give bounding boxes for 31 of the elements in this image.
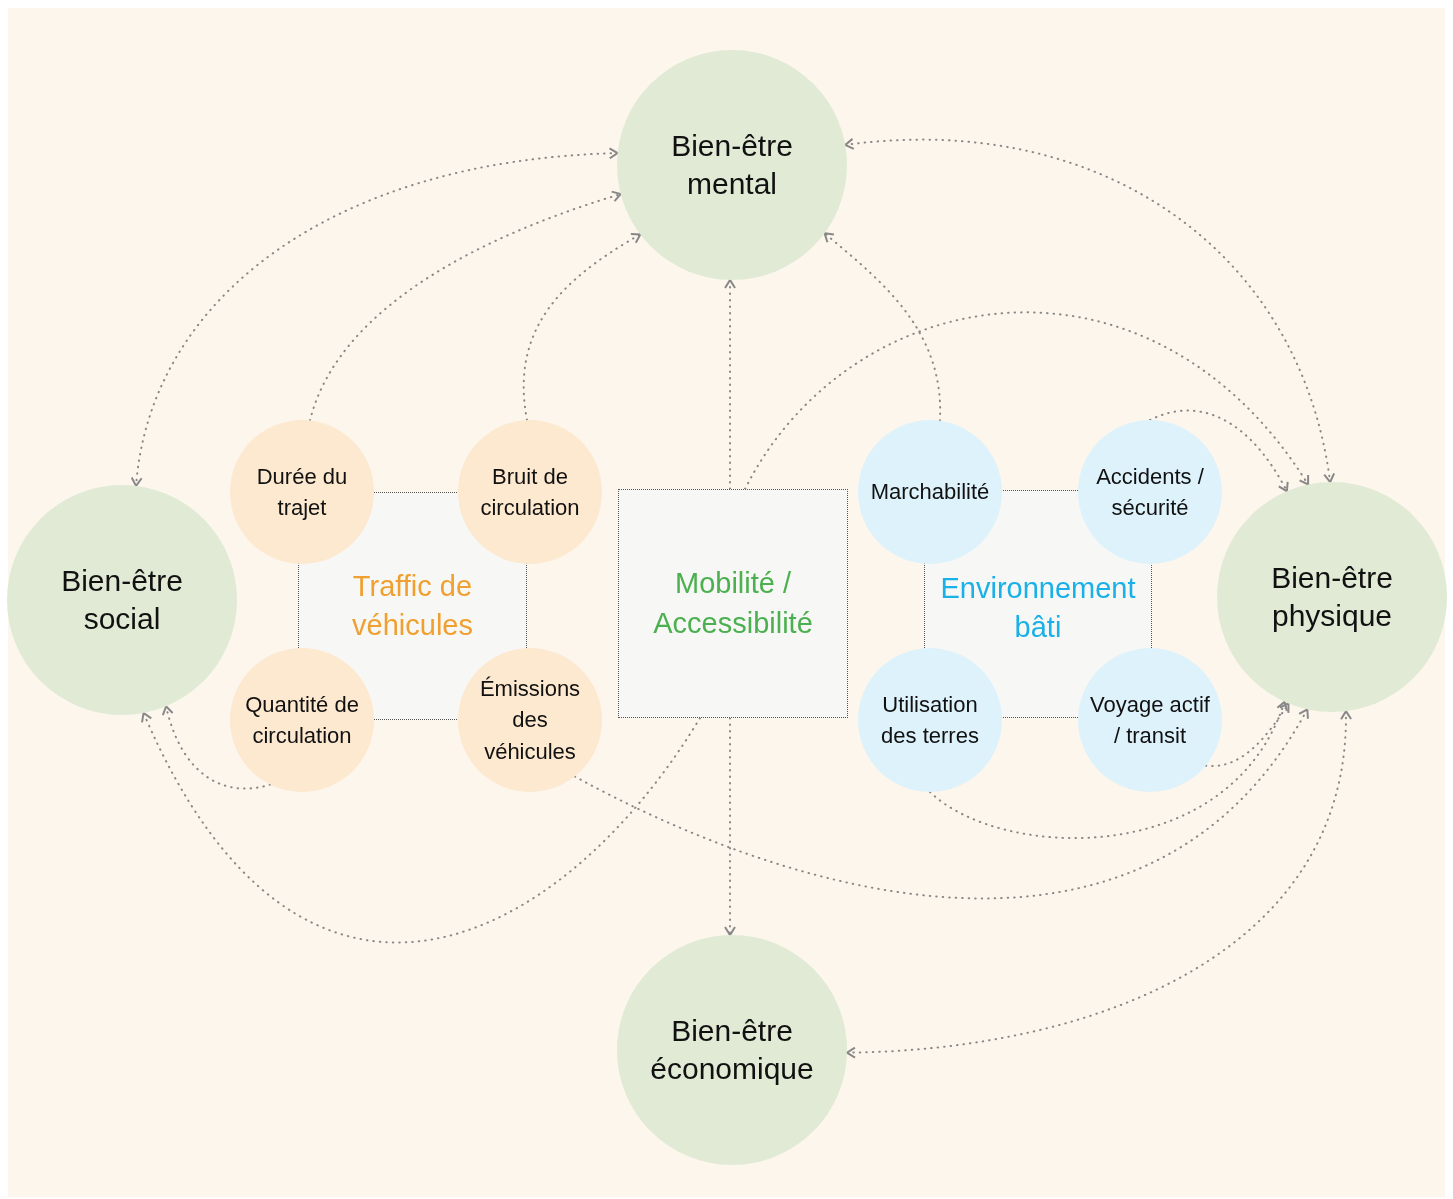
group-box <box>618 489 848 718</box>
dotted-arrow <box>1204 702 1290 767</box>
dotted-arrow <box>131 147 619 487</box>
dotted-arrow <box>162 705 272 790</box>
dotted-arrow <box>308 190 622 422</box>
dotted-arrow <box>573 708 1309 900</box>
dotted-arrow <box>724 717 736 936</box>
node-label: Bien-être social <box>60 562 184 637</box>
dotted-arrow <box>845 710 1352 1059</box>
node-label: Marchabilité <box>869 478 991 507</box>
dotted-arrow <box>744 311 1310 490</box>
node-label: Quantité de circulation <box>244 690 360 750</box>
node-label: Voyage actif / transit <box>1089 690 1211 750</box>
dotted-arrow <box>1149 409 1289 493</box>
node-label: Environnement bâti <box>939 571 1137 646</box>
node-label: Traffic de véhicules <box>351 568 474 643</box>
node-label: Durée du trajet <box>255 462 349 522</box>
dotted-arrow <box>522 233 642 422</box>
node-label: Utilisation des terres <box>880 690 980 750</box>
node-label: Bruit de circulation <box>479 462 581 522</box>
node-label: Bien-être mental <box>670 127 794 202</box>
node-label: Émissions des véhicules <box>478 675 582 766</box>
dotted-arrow <box>141 711 701 943</box>
node-label: Accidents / sécurité <box>1095 462 1205 522</box>
node-label: Mobilité / Accessibilité <box>652 566 814 641</box>
node-label: Bien-être économique <box>649 1012 815 1087</box>
dotted-arrow <box>929 700 1287 840</box>
node-label: Bien-être physique <box>1270 559 1394 634</box>
dotted-arrow <box>724 279 737 490</box>
dotted-arrow <box>844 138 1335 483</box>
dotted-arrow <box>823 232 941 422</box>
